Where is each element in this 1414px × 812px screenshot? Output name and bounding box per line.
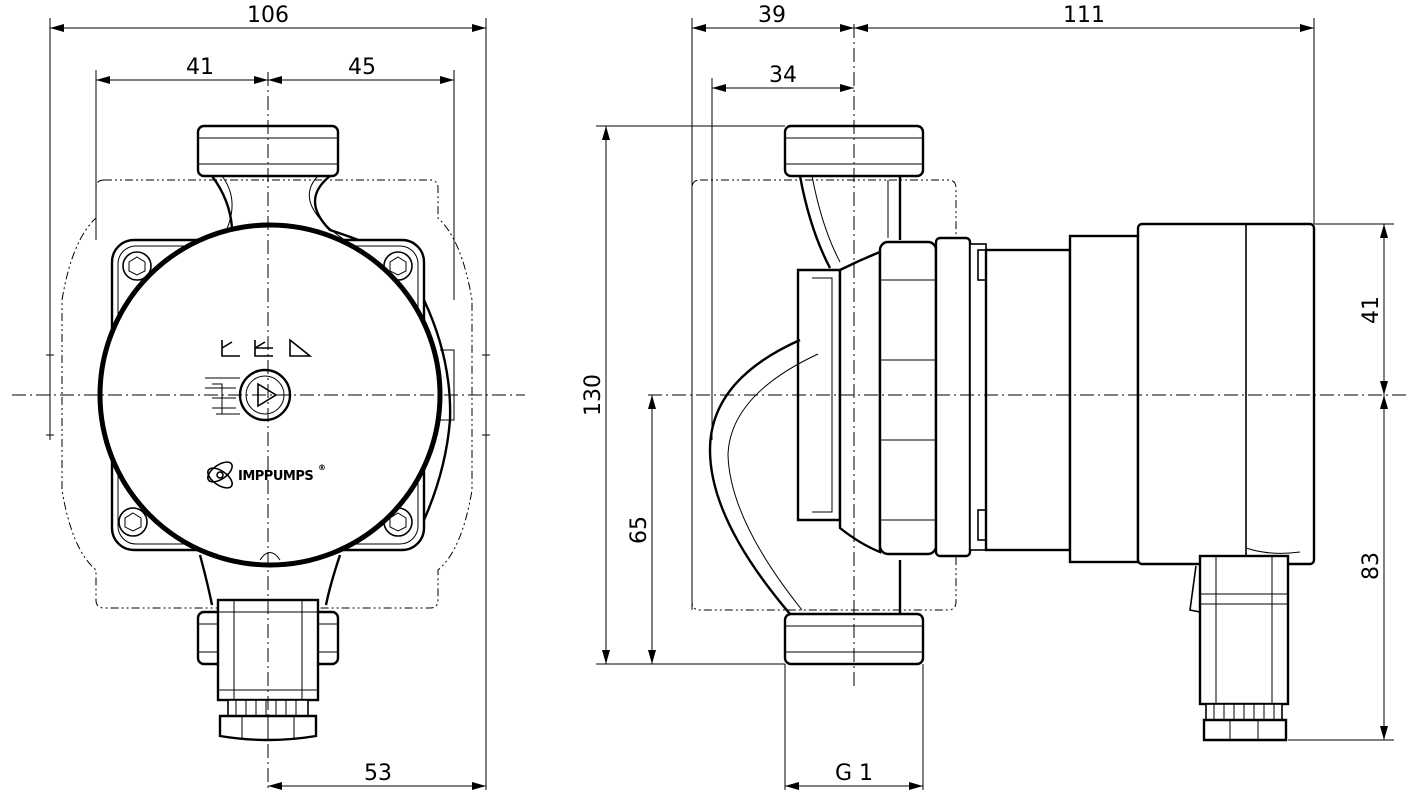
dimension-labels: 106 41 45 53 39 111 34 130 65 41 83 G 1 (186, 3, 1384, 786)
dim-label-front-right-offset: 45 (348, 55, 376, 80)
dim-label-side-inner-depth: 34 (769, 63, 797, 88)
dim-label-front-bottom-offset: 53 (364, 761, 392, 786)
dim-label-front-total-width: 106 (247, 3, 289, 28)
side-volute-body (708, 175, 902, 615)
dim-label-side-total-height: 130 (581, 374, 606, 416)
brand-name: IMPPUMPS (238, 469, 313, 484)
dim-label-thread-size: G 1 (835, 761, 873, 786)
brand-registered-mark: ® (318, 463, 326, 472)
dim-label-side-upper-height: 41 (1359, 296, 1384, 324)
front-view: IMPPUMPS ® (12, 72, 525, 790)
dim-label-side-half-height: 65 (627, 516, 652, 544)
front-bolt-top-left (122, 251, 152, 281)
side-flange (838, 250, 882, 554)
cable-gland (216, 598, 320, 742)
front-bolt-bottom-left (118, 507, 148, 537)
dimension-lines (49, 18, 1394, 790)
brand-logo: IMPPUMPS ® (207, 461, 326, 489)
dim-label-side-inlet-depth: 39 (758, 3, 786, 28)
side-view (648, 24, 1410, 742)
dim-label-side-motor-length: 111 (1063, 3, 1105, 28)
front-phantom-outline (61, 179, 473, 609)
brand-logo-icon (207, 461, 233, 489)
side-terminal-box (1189, 554, 1290, 742)
dim-label-side-lower-height: 83 (1359, 552, 1384, 580)
dim-label-front-left-offset: 41 (186, 55, 214, 80)
side-stator (984, 248, 1072, 552)
side-motor-housing (1136, 222, 1316, 566)
side-phantom-outline (691, 179, 957, 611)
speed-setting-icons (221, 338, 313, 357)
